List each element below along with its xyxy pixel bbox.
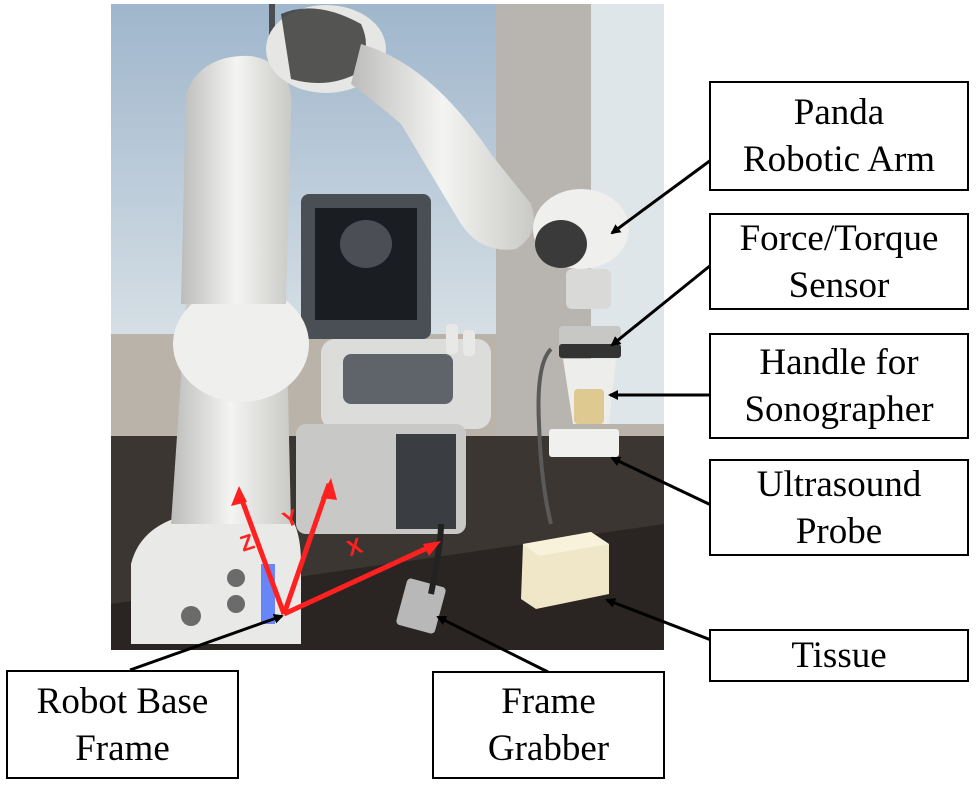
label-handle-line1: Handle for xyxy=(759,342,919,383)
arm-link-3 xyxy=(351,44,534,250)
base-connector-3 xyxy=(227,595,245,613)
label-tissue-line1: Tissue xyxy=(791,635,887,676)
label-frame-grabber-line1: Frame xyxy=(501,681,596,722)
arm-joint-2 xyxy=(173,286,309,402)
arm-joint-3-cap xyxy=(281,8,366,83)
label-panda-arm-line2: Robotic Arm xyxy=(742,139,936,180)
handle-grip xyxy=(574,389,604,424)
robot-base xyxy=(131,509,301,644)
x-axis-head xyxy=(423,541,441,556)
label-robot-base-line2: Frame xyxy=(75,727,170,769)
gel-bottle-1 xyxy=(446,324,458,354)
ft-sensor-body xyxy=(559,326,621,348)
base-connector-1 xyxy=(181,606,201,626)
label-handle-line2: Sonographer xyxy=(744,389,934,430)
label-frame-grabber-line2: Grabber xyxy=(487,728,610,769)
robot-scene: Z Y X xyxy=(111,4,664,650)
ultrasound-image xyxy=(340,220,392,268)
probe-cable xyxy=(536,347,553,525)
label-panda-arm-line1: Panda xyxy=(793,92,885,133)
label-probe-line1: Ultrasound xyxy=(756,463,922,505)
label-robot-base-line1: Robot Base xyxy=(36,680,209,722)
label-ft-sensor-line1: Force/Torque xyxy=(739,217,939,259)
ultrasound-probe xyxy=(549,429,619,457)
base-connector-2 xyxy=(227,569,245,587)
gel-bottle-2 xyxy=(463,330,475,356)
z-axis-head xyxy=(231,486,247,506)
console-panel xyxy=(343,354,453,404)
y-axis-head xyxy=(321,478,337,500)
x-axis-line xyxy=(282,541,438,617)
cart-side xyxy=(396,434,456,529)
label-probe-line2: Probe xyxy=(795,510,883,552)
tissue-top xyxy=(523,532,609,556)
arm-link-2 xyxy=(181,55,292,305)
arm-wrist xyxy=(566,269,611,309)
label-ft-sensor-line2: Sensor xyxy=(788,264,890,306)
z-axis-line xyxy=(236,491,287,615)
y-axis-line xyxy=(281,483,332,615)
label-tissue: Tissue xyxy=(709,629,969,682)
frame-grabber-cable xyxy=(428,523,444,595)
arm-joint-4-cap xyxy=(535,220,587,268)
lab-photo: Z Y X xyxy=(111,4,664,650)
ft-sensor-ring xyxy=(559,344,621,358)
